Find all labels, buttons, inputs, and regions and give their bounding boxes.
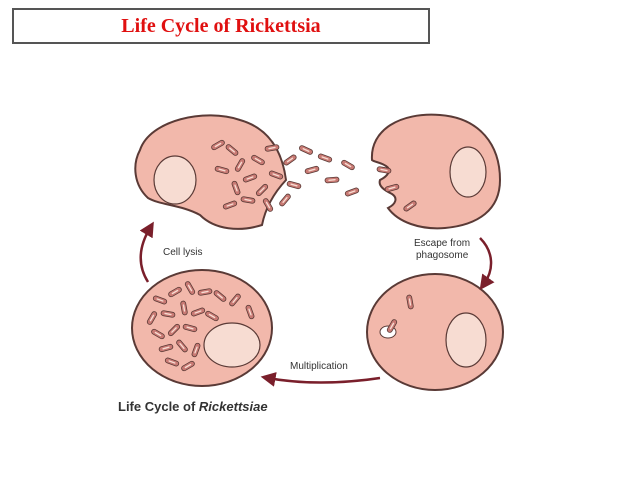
arrow-lysis bbox=[139, 221, 154, 283]
nucleus bbox=[445, 312, 487, 368]
nucleus bbox=[203, 322, 261, 368]
nucleus bbox=[449, 146, 487, 198]
caption-italic: Rickettsiae bbox=[199, 399, 268, 414]
lysing-cell bbox=[134, 114, 288, 230]
page-title: Life Cycle of Rickettsia bbox=[121, 14, 321, 37]
caption-prefix: Life Cycle of bbox=[118, 399, 199, 414]
arrow-escape bbox=[479, 237, 495, 291]
title-box: Life Cycle of Rickettsia bbox=[12, 8, 430, 44]
nucleus bbox=[153, 155, 197, 205]
label-escape-line2: phagosome bbox=[416, 250, 469, 261]
arrow-multiplication bbox=[260, 372, 381, 387]
infected-cell-escape bbox=[366, 273, 504, 391]
label-multiplication: Multiplication bbox=[290, 361, 348, 372]
infected-cell-multiplying bbox=[131, 269, 273, 387]
diagram-caption: Life Cycle of Rickettsiae bbox=[118, 399, 268, 414]
label-cell-lysis: Cell lysis bbox=[163, 247, 202, 258]
cycle-arrows bbox=[139, 221, 495, 387]
infected-cell-uptake bbox=[370, 113, 502, 230]
label-escape-line1: Escape from bbox=[414, 238, 470, 249]
